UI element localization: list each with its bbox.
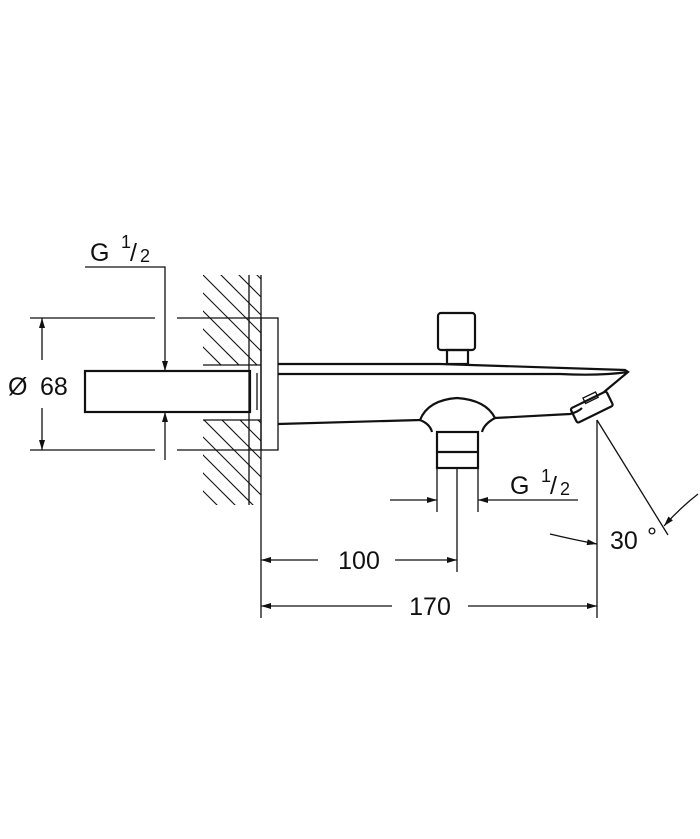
hatch-line — [203, 451, 261, 505]
hatch-line — [203, 275, 261, 281]
angle-arrow — [549, 533, 598, 546]
fraction-slash: / — [550, 472, 557, 500]
hatch-line — [203, 289, 261, 353]
hatch-line — [200, 542, 262, 604]
wall-flange — [260, 317, 279, 451]
dim-length-value: 170 — [409, 593, 451, 621]
hatch-line — [203, 397, 261, 461]
angle-arrow — [663, 493, 699, 527]
wall-hatching — [200, 200, 262, 604]
diameter-symbol: Ø — [8, 373, 27, 401]
hatch-line — [203, 275, 261, 299]
inlet-thread-leader — [85, 266, 168, 371]
hatch-line — [203, 325, 261, 389]
outlet-thread-num: 1 — [541, 466, 551, 486]
inlet-thread-num: 1 — [121, 232, 131, 252]
outlet-thread-den: 2 — [560, 479, 570, 499]
hatch-line — [203, 275, 261, 335]
hatch-line — [200, 506, 262, 568]
angle-line — [596, 419, 669, 536]
dim-center-value: 100 — [338, 547, 380, 575]
degree-symbol: ° — [647, 523, 657, 551]
hatch-line — [203, 343, 261, 407]
inlet-thread-letter: G — [90, 239, 109, 267]
diameter-value: 68 — [40, 373, 68, 401]
inlet-pipe — [83, 369, 252, 414]
hatch-line — [203, 433, 261, 497]
outlet-thread-letter: G — [510, 472, 529, 500]
hatch-line — [200, 200, 262, 262]
aerator — [569, 390, 614, 424]
hatch-line — [203, 469, 261, 505]
angle-value: 30 — [610, 527, 638, 555]
diverter-stem — [445, 348, 470, 366]
spout-dome-sides — [419, 417, 496, 433]
hatch-line — [200, 524, 262, 586]
outlet-connector — [435, 430, 480, 470]
hatch-line — [203, 415, 261, 479]
inlet-thread-den: 2 — [140, 246, 150, 266]
hatch-line — [203, 487, 261, 505]
diverter-button — [436, 311, 477, 352]
fraction-slash: / — [130, 239, 137, 267]
hatch-line — [203, 275, 261, 317]
hatch-line — [203, 307, 261, 371]
spout-body — [277, 362, 630, 426]
